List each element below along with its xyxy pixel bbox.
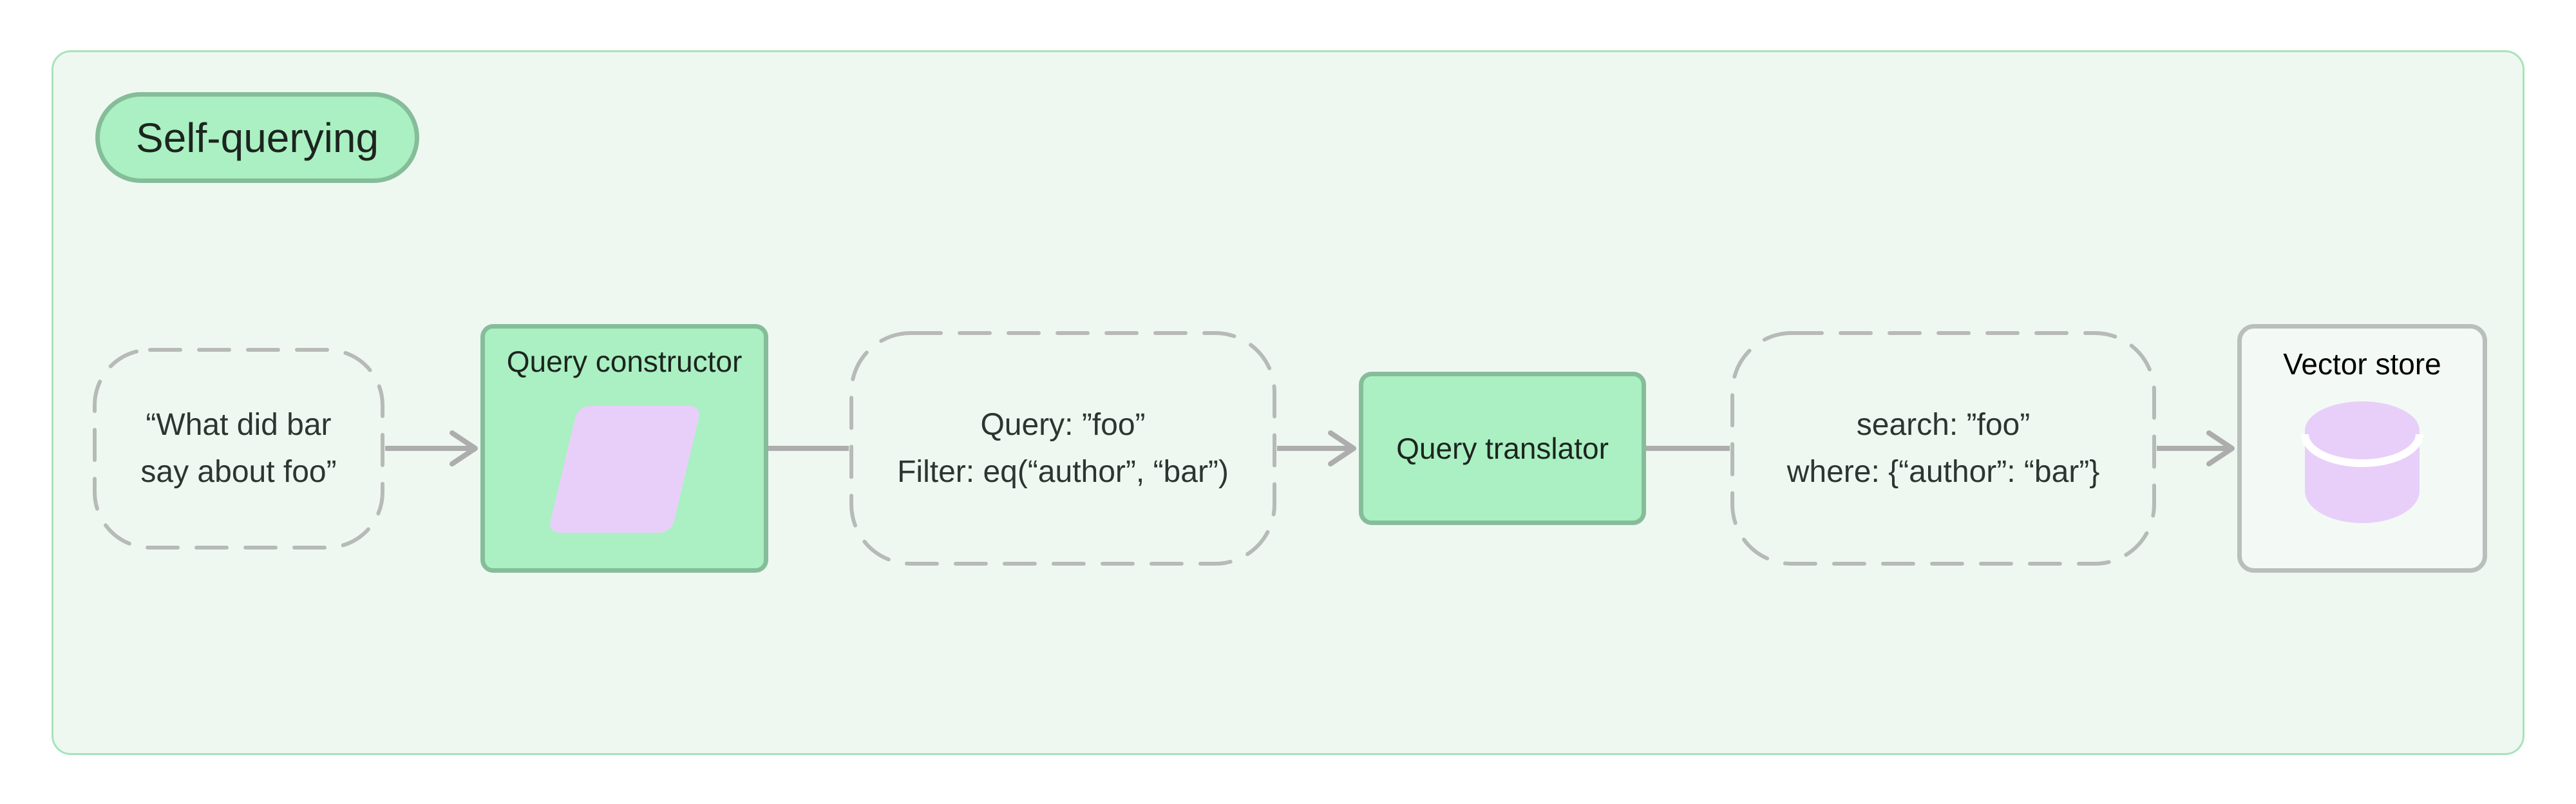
arrowhead-icon [450, 430, 478, 466]
input-query-node: “What did bar say about foo” [92, 347, 385, 550]
dashed-outline [1730, 331, 2156, 566]
constructed-query-line1: Query: ”foo” [980, 408, 1146, 442]
translated-query-text: search: ”foo” where: {“author”: “bar”} [1787, 401, 2100, 495]
line-connector [1646, 446, 1730, 451]
arrow-connector [2157, 430, 2235, 466]
database-icon [2301, 401, 2423, 523]
line-connector [768, 446, 849, 451]
vector-store-title: Vector store [2283, 347, 2441, 381]
input-query-text: “What did bar say about foo” [140, 401, 336, 495]
query-constructor-title: Query constructor [506, 345, 743, 378]
query-translator-box: Query translator [1359, 372, 1646, 525]
translated-query-node: search: ”foo” where: {“author”: “bar”} [1730, 330, 2157, 566]
parallelogram-icon [547, 406, 702, 533]
arrow-connector [1277, 430, 1356, 466]
vector-store-box: Vector store [2237, 324, 2487, 573]
diagram-panel: Self-querying “What did bar say about fo… [52, 50, 2524, 755]
translated-query-line1: search: ”foo” [1856, 408, 2031, 442]
badge-label: Self-querying [136, 114, 379, 161]
constructed-query-node: Query: ”foo” Filter: eq(“author”, “bar”) [849, 330, 1277, 566]
flow-row: “What did bar say about foo” Query const… [92, 324, 2487, 573]
query-translator-title: Query translator [1396, 432, 1609, 465]
arrow-connector [385, 430, 478, 466]
constructed-query-line2: Filter: eq(“author”, “bar”) [897, 455, 1229, 489]
arrowhead-icon [2206, 430, 2235, 466]
arrowhead-icon [1328, 430, 1356, 466]
constructed-query-text: Query: ”foo” Filter: eq(“author”, “bar”) [897, 401, 1229, 495]
query-constructor-box: Query constructor [480, 324, 768, 573]
self-querying-badge: Self-querying [95, 92, 420, 183]
dashed-outline [849, 331, 1276, 566]
dashed-outline [93, 347, 384, 550]
input-query-line1: “What did bar [146, 408, 332, 442]
translated-query-line2: where: {“author”: “bar”} [1786, 455, 2100, 489]
input-query-line2: say about foo” [140, 455, 337, 489]
